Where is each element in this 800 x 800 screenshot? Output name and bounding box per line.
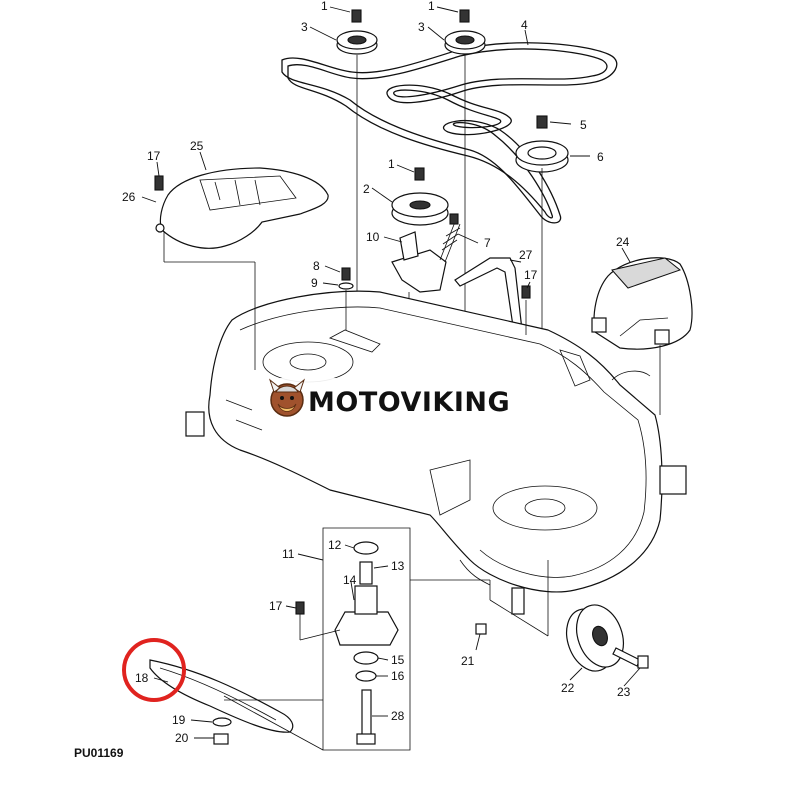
callout-21: 21 xyxy=(461,654,475,668)
callout-25: 25 xyxy=(190,139,204,153)
callout-1: 1 xyxy=(321,0,328,13)
callout-17: 17 xyxy=(269,599,283,613)
spindle-assembly xyxy=(322,527,411,751)
washer-9 xyxy=(338,282,354,290)
brand-wordmark: MOTOVIKING xyxy=(308,387,510,418)
callout-1: 1 xyxy=(428,0,435,13)
spindle-pulley xyxy=(515,115,569,173)
callout-26: 26 xyxy=(122,190,136,204)
callout-12: 12 xyxy=(328,538,342,552)
callout-20: 20 xyxy=(175,731,189,745)
callouts: 1 1 3 3 4 5 6 1 2 10 7 8 9 17 26 25 27 1… xyxy=(122,0,631,745)
callout-17: 17 xyxy=(524,268,538,282)
highlight-circle xyxy=(122,638,186,702)
bolt-8 xyxy=(341,267,351,281)
anti-scalp-wheel xyxy=(566,604,624,672)
mower-blade xyxy=(149,659,294,745)
callout-22: 22 xyxy=(561,681,575,695)
idler-pulley-right xyxy=(444,9,486,55)
callout-4: 4 xyxy=(521,18,528,32)
callout-10: 10 xyxy=(366,230,380,244)
viking-mascot-icon xyxy=(268,378,306,417)
callout-1: 1 xyxy=(388,157,395,171)
callout-16: 16 xyxy=(391,669,405,683)
bolt-17-lower xyxy=(295,601,305,615)
mower-deck xyxy=(185,290,687,615)
callout-17: 17 xyxy=(147,149,161,163)
callout-18: 18 xyxy=(135,671,149,685)
drive-belt xyxy=(281,42,618,224)
callout-3: 3 xyxy=(418,20,425,34)
bolt-17-right xyxy=(521,285,531,299)
callout-5: 5 xyxy=(580,118,587,132)
callout-28: 28 xyxy=(391,709,405,723)
callout-19: 19 xyxy=(172,713,186,727)
callout-13: 13 xyxy=(391,559,405,573)
idler-arm-assembly xyxy=(391,167,461,293)
callout-11: 11 xyxy=(282,547,295,561)
callout-27: 27 xyxy=(519,248,533,262)
leader-lines xyxy=(141,6,661,751)
callout-9: 9 xyxy=(311,276,318,290)
callout-2: 2 xyxy=(363,182,370,196)
nut-21 xyxy=(475,623,487,635)
callout-23: 23 xyxy=(617,685,631,699)
callout-14: 14 xyxy=(343,573,357,587)
wheel-bolt xyxy=(612,647,649,669)
figure-id: PU01169 xyxy=(74,746,124,760)
deck-bracket xyxy=(454,257,523,334)
callout-3: 3 xyxy=(301,20,308,34)
callout-15: 15 xyxy=(391,653,405,667)
callout-24: 24 xyxy=(616,235,630,249)
belt-shield-left xyxy=(154,167,329,249)
watermark: MOTOVIKING xyxy=(268,378,536,422)
callout-6: 6 xyxy=(597,150,604,164)
callout-7: 7 xyxy=(484,236,491,250)
callout-8: 8 xyxy=(313,259,320,273)
idler-pulley-left xyxy=(336,9,378,55)
belt-shield-right xyxy=(591,257,693,350)
